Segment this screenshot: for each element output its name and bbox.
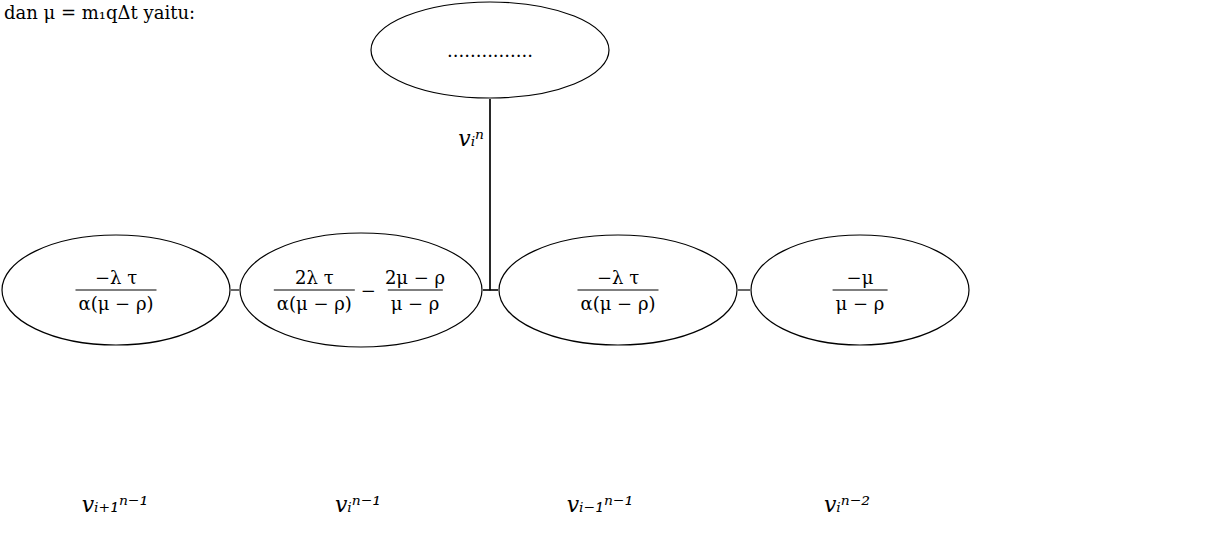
intro-text: dan μ = m₁qΔt yaitu: xyxy=(4,2,195,23)
point-label: vᵢⁿ xyxy=(458,126,484,151)
stencil-line xyxy=(231,289,239,290)
node-content: −λ τα(μ − ρ) xyxy=(577,267,658,314)
stencil-line xyxy=(483,99,490,290)
denominator: μ − ρ xyxy=(833,290,888,314)
fraction: −μμ − ρ xyxy=(833,267,888,314)
denominator: α(μ − ρ) xyxy=(274,290,355,314)
fraction: 2λ τα(μ − ρ) xyxy=(274,267,355,314)
coefficient-ellipse: −λ τα(μ − ρ) xyxy=(1,234,231,346)
stencil-line xyxy=(490,99,498,290)
fraction: −λ τα(μ − ρ) xyxy=(577,267,658,314)
ellipse-shape xyxy=(751,235,969,345)
placeholder-text: ............... xyxy=(447,40,533,61)
target-ellipse: ............... xyxy=(370,1,610,99)
fraction: −λ τα(μ − ρ) xyxy=(75,267,156,314)
node-content: −μμ − ρ xyxy=(833,267,888,314)
coefficient-ellipse: −λ τα(μ − ρ) xyxy=(498,234,738,346)
node-content: 2λ τα(μ − ρ)−2μ − ρμ − ρ xyxy=(274,267,448,314)
numerator: −λ τ xyxy=(594,267,642,290)
coefficient-ellipse: −μμ − ρ xyxy=(750,234,970,346)
denominator: μ − ρ xyxy=(388,290,443,314)
ellipse-shape xyxy=(499,235,737,345)
numerator: −λ τ xyxy=(92,267,140,290)
node-content: ............... xyxy=(447,40,533,61)
denominator: α(μ − ρ) xyxy=(75,290,156,314)
point-label: vᵢ₊₁ⁿ⁻¹ xyxy=(82,492,149,517)
fraction: 2μ − ρμ − ρ xyxy=(382,267,448,314)
numerator: −μ xyxy=(844,267,877,290)
operator: − xyxy=(355,280,382,301)
stencil-line xyxy=(738,289,750,290)
point-label: vᵢⁿ⁻¹ xyxy=(335,492,381,517)
ellipse-shape xyxy=(371,2,609,98)
ellipse-shape xyxy=(2,235,230,345)
denominator: α(μ − ρ) xyxy=(577,290,658,314)
point-label: vᵢ₋₁ⁿ⁻¹ xyxy=(567,492,634,517)
coefficient-ellipse: 2λ τα(μ − ρ)−2μ − ρμ − ρ xyxy=(239,232,483,348)
ellipse-shape xyxy=(240,233,482,347)
node-content: −λ τα(μ − ρ) xyxy=(75,267,156,314)
numerator: 2μ − ρ xyxy=(382,267,448,290)
numerator: 2λ τ xyxy=(292,267,337,290)
point-label: vᵢⁿ⁻² xyxy=(824,492,870,517)
